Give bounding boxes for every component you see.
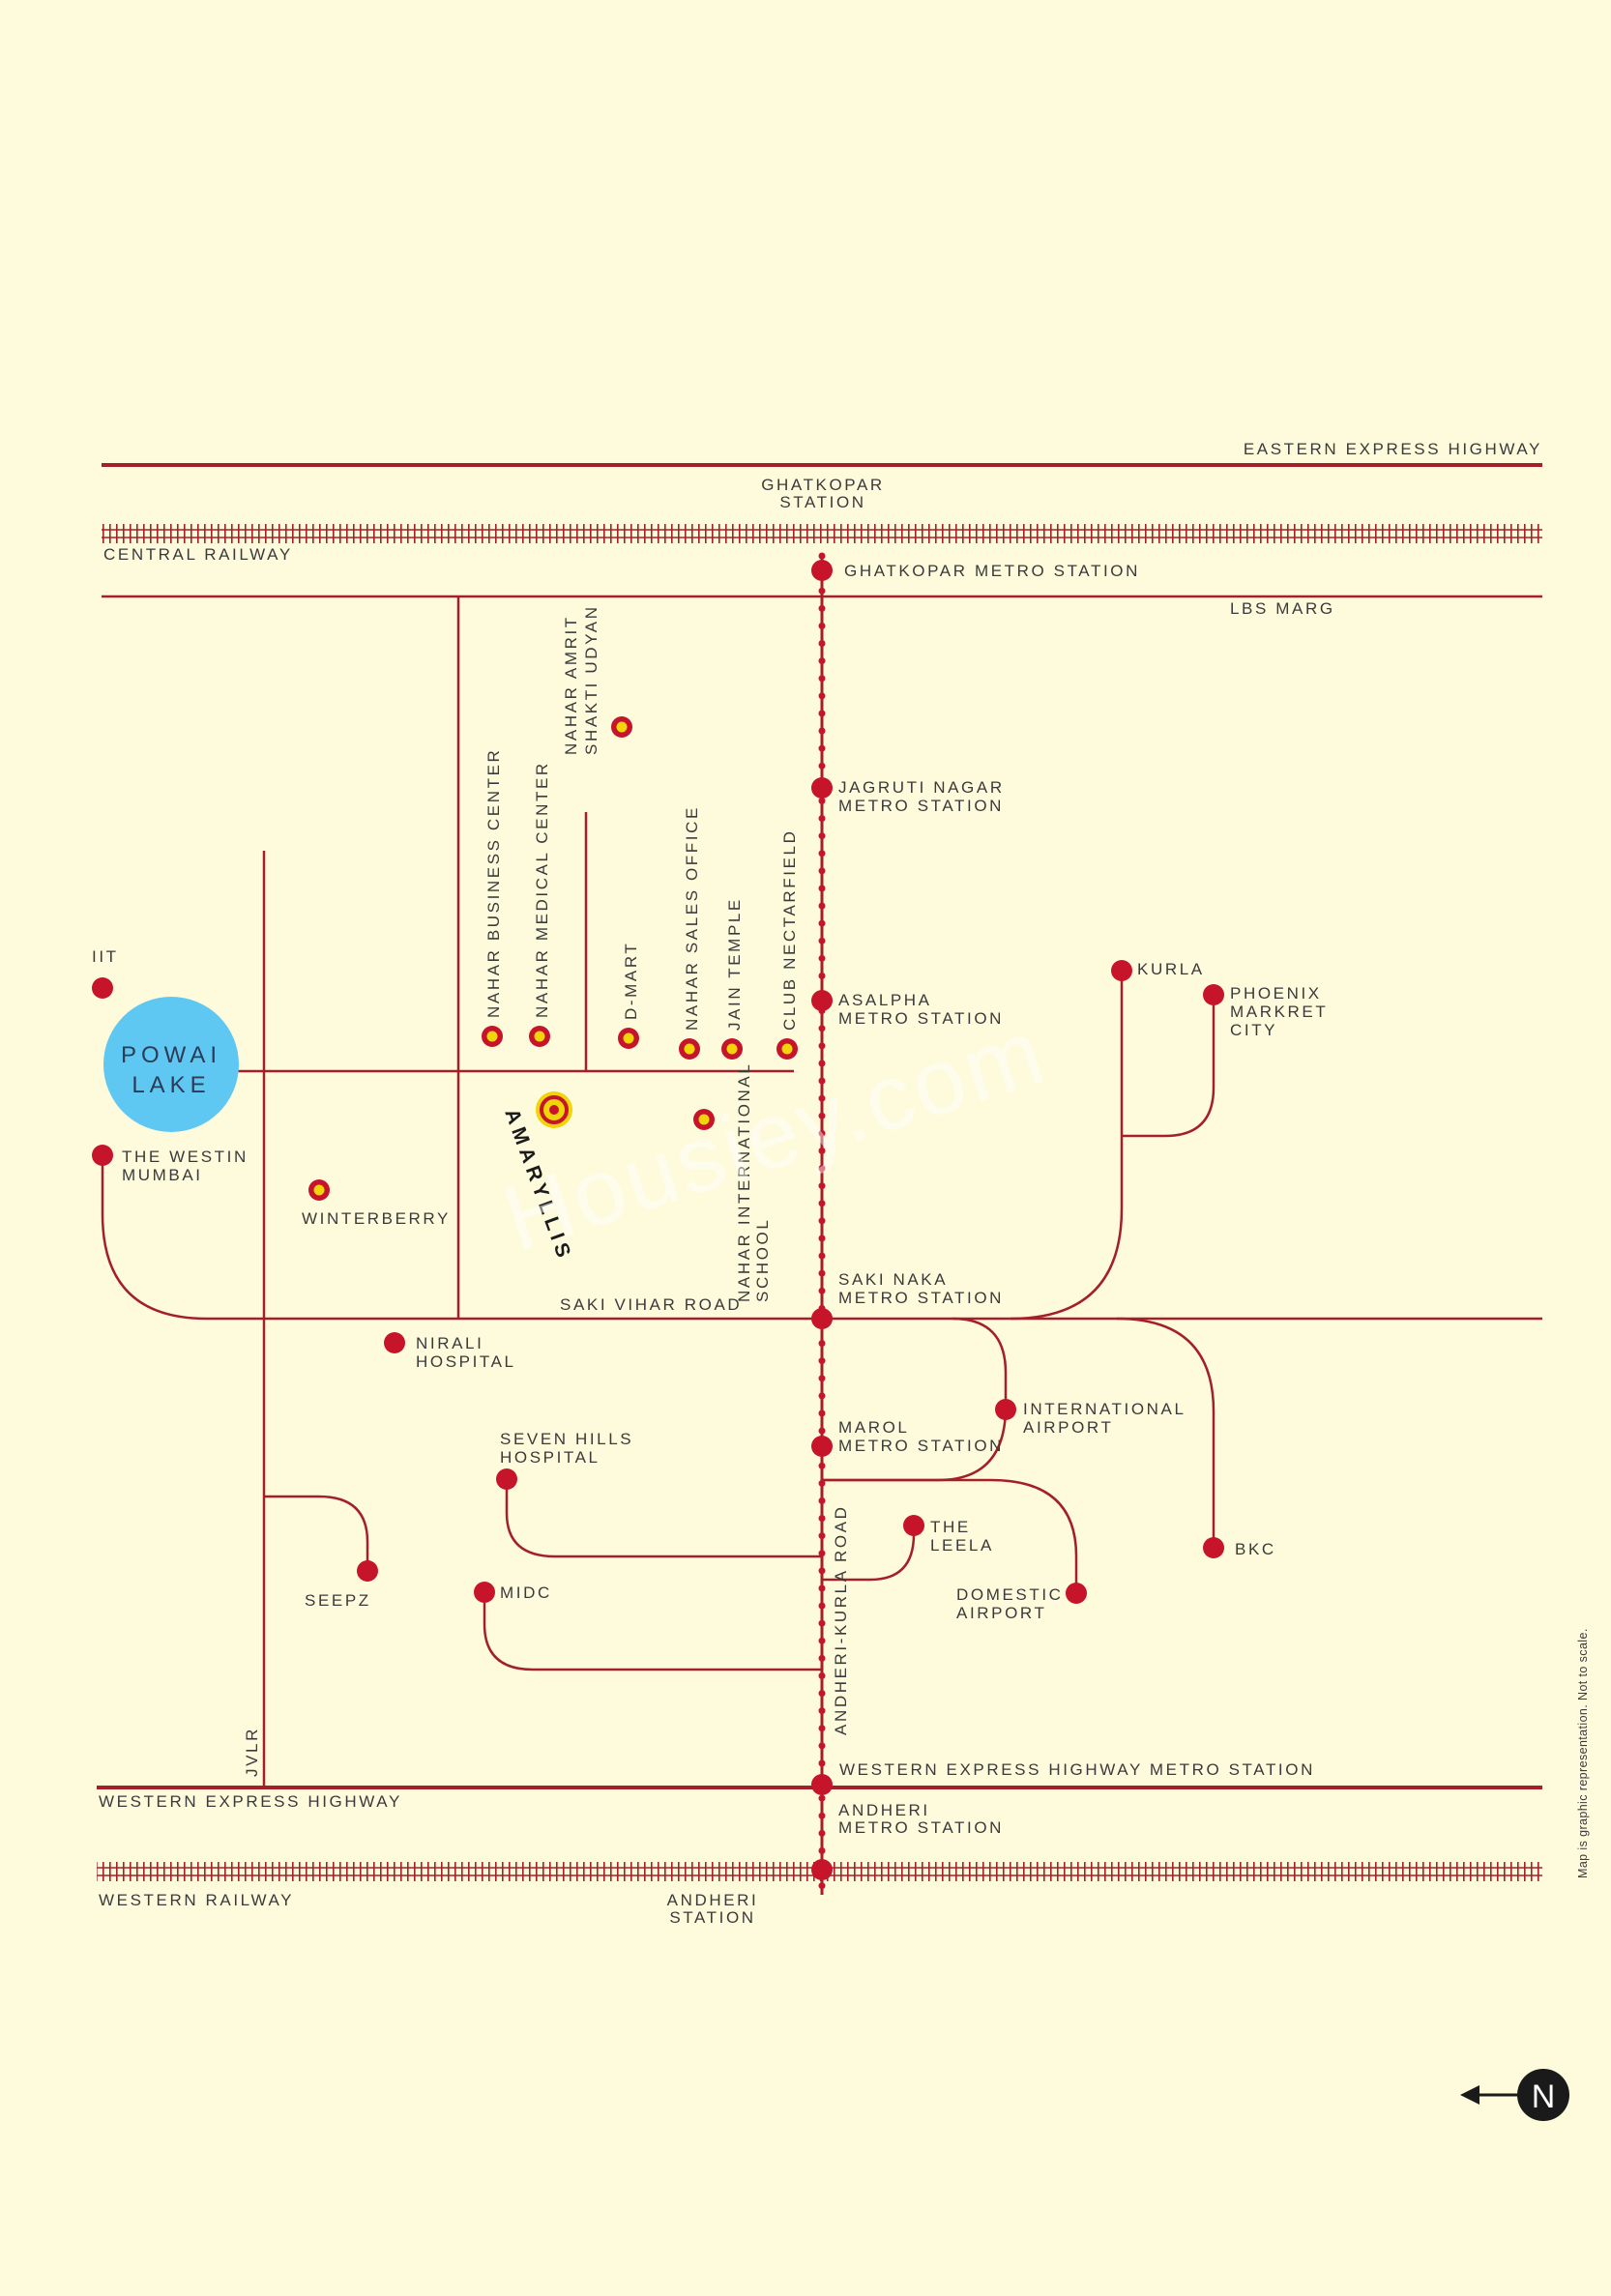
phoenix-label: PHOENIX xyxy=(1230,984,1322,1003)
saki-naka-label-line2: METRO STATION xyxy=(838,1289,1004,1307)
domestic-airport-label: DOMESTIC xyxy=(956,1585,1064,1604)
north-arrow-icon xyxy=(1460,2069,1569,2121)
central-railway-label: CENTRAL RAILWAY xyxy=(103,545,293,564)
landmark-nahar-medical-center xyxy=(529,1026,550,1047)
station-dot-weh-metro xyxy=(811,1774,833,1795)
powai-lake-label-line2: LAKE xyxy=(132,1072,210,1098)
amrit-shakti-udyan-label: NAHAR AMRIT xyxy=(562,615,580,755)
andheri-kurla-road-label: ANDHERI-KURLA ROAD xyxy=(832,1504,850,1735)
jagruti-nagar-label-line2: METRO STATION xyxy=(838,797,1004,815)
andheri-metro-label-line2: METRO STATION xyxy=(838,1818,1004,1837)
saki-naka-label: SAKI NAKA xyxy=(838,1270,948,1289)
powai-lake-label: POWAI xyxy=(121,1042,221,1068)
landmark-jain-temple xyxy=(721,1038,743,1060)
north-letter: N xyxy=(1532,2078,1556,2115)
place-dot-midc xyxy=(474,1582,495,1603)
place-dot-nirali-hospital xyxy=(384,1332,405,1353)
westin-label-line2: MUMBAI xyxy=(122,1166,203,1184)
nirali-hospital-label: NIRALI xyxy=(416,1334,483,1352)
western-express-highway-label: WESTERN EXPRESS HIGHWAY xyxy=(99,1792,402,1811)
central-railway-track xyxy=(102,524,1542,543)
marol-label-line2: METRO STATION xyxy=(838,1437,1004,1455)
landmark-d-mart xyxy=(618,1028,639,1049)
place-dot-domestic-airport xyxy=(1066,1583,1087,1604)
jagruti-nagar-label: JAGRUTI NAGAR xyxy=(838,778,1005,797)
westin-label: THE WESTIN xyxy=(122,1148,249,1166)
phoenix-label-line3: CITY xyxy=(1230,1021,1277,1039)
the-leela-label: THE xyxy=(930,1518,971,1536)
powai-lake xyxy=(103,997,239,1132)
bkc-label: BKC xyxy=(1235,1540,1276,1558)
nahar-business-center-label: NAHAR BUSINESS CENTER xyxy=(484,748,503,1018)
station-dot-saki-naka xyxy=(811,1308,833,1329)
lbs-marg-label: LBS MARG xyxy=(1230,599,1335,618)
marol-label: MAROL xyxy=(838,1418,909,1437)
landmark-nahar-sales-office xyxy=(679,1038,700,1060)
landmark-club-nectarfield xyxy=(776,1038,798,1060)
the-leela-label-line2: LEELA xyxy=(930,1536,994,1555)
station-dot-marol xyxy=(811,1436,833,1457)
jvlr-label: JVLR xyxy=(243,1727,261,1777)
midc-label: MIDC xyxy=(500,1584,552,1602)
station-dot-asalpha xyxy=(811,990,833,1011)
seepz-label: SEEPZ xyxy=(305,1591,371,1610)
seven-hills-label-line2: HOSPITAL xyxy=(500,1448,600,1467)
ghatkopar-metro-label: GHATKOPAR METRO STATION xyxy=(844,562,1140,580)
asalpha-label: ASALPHA xyxy=(838,991,932,1009)
amrit-shakti-udyan-label-line2: SHAKTI UDYAN xyxy=(582,604,600,755)
place-dot-international-airport xyxy=(995,1399,1016,1420)
place-dot-seven-hills xyxy=(496,1468,517,1490)
landmark-nahar-international-school xyxy=(693,1109,715,1130)
domestic-airport-label-line2: AIRPORT xyxy=(956,1604,1046,1622)
place-dot-the-leela xyxy=(903,1515,924,1536)
amaryllis-project-marker xyxy=(536,1091,572,1128)
phoenix-label-line2: MARKRET xyxy=(1230,1003,1328,1021)
international-airport-label-line2: AIRPORT xyxy=(1023,1418,1113,1437)
nahar-sales-office-label: NAHAR SALES OFFICE xyxy=(683,805,701,1031)
station-dot-ghatkopar-metro xyxy=(811,560,833,581)
international-airport-label: INTERNATIONAL xyxy=(1023,1400,1186,1418)
seven-hills-label: SEVEN HILLS xyxy=(500,1430,633,1448)
club-nectarfield-label: CLUB NECTARFIELD xyxy=(780,829,799,1031)
western-railway-label: WESTERN RAILWAY xyxy=(99,1891,294,1909)
landmark-nahar-business-center xyxy=(482,1026,503,1047)
disclaimer-note: Map is graphic representation. Not to sc… xyxy=(1576,1628,1590,1878)
jain-temple-label: JAIN TEMPLE xyxy=(725,897,744,1031)
place-dot-bkc xyxy=(1203,1537,1224,1558)
weh-metro-label: WESTERN EXPRESS HIGHWAY METRO STATION xyxy=(839,1760,1315,1779)
landmark-amrit-shakti-udyan xyxy=(611,716,632,738)
winterberry-label: WINTERBERRY xyxy=(302,1209,451,1228)
ghatkopar-station-label-line2: STATION xyxy=(779,493,865,511)
station-dot-jagruti-nagar xyxy=(811,777,833,799)
place-dot-phoenix xyxy=(1203,984,1224,1005)
ghatkopar-station-label: GHATKOPAR xyxy=(761,476,885,494)
d-mart-label: D-MART xyxy=(622,942,640,1020)
landmark-winterberry xyxy=(308,1179,330,1201)
place-dot-westin xyxy=(92,1145,113,1166)
andheri-station-label: ANDHERI xyxy=(667,1891,759,1909)
saki-vihar-road-label: SAKI VIHAR ROAD xyxy=(560,1295,742,1314)
andheri-station-label-line2: STATION xyxy=(669,1908,755,1927)
station-dot-andheri xyxy=(811,1859,833,1880)
local-roads xyxy=(101,596,1542,1787)
nahar-international-school-label: NAHAR INTERNATIONAL xyxy=(735,1062,753,1302)
asalpha-label-line2: METRO STATION xyxy=(838,1009,1004,1028)
iit-label: IIT xyxy=(92,947,119,966)
place-dot-kurla xyxy=(1111,960,1132,981)
place-dot-iit xyxy=(92,977,113,999)
kurla-label: KURLA xyxy=(1137,960,1205,978)
eastern-express-highway-label: EASTERN EXPRESS HIGHWAY xyxy=(1244,440,1542,458)
nahar-medical-center-label: NAHAR MEDICAL CENTER xyxy=(533,761,551,1018)
nahar-international-school-label-line2: SCHOOL xyxy=(753,1218,772,1302)
place-dot-seepz xyxy=(357,1560,378,1582)
nirali-hospital-label-line2: HOSPITAL xyxy=(416,1352,516,1371)
andheri-metro-label: ANDHERI xyxy=(838,1801,930,1819)
